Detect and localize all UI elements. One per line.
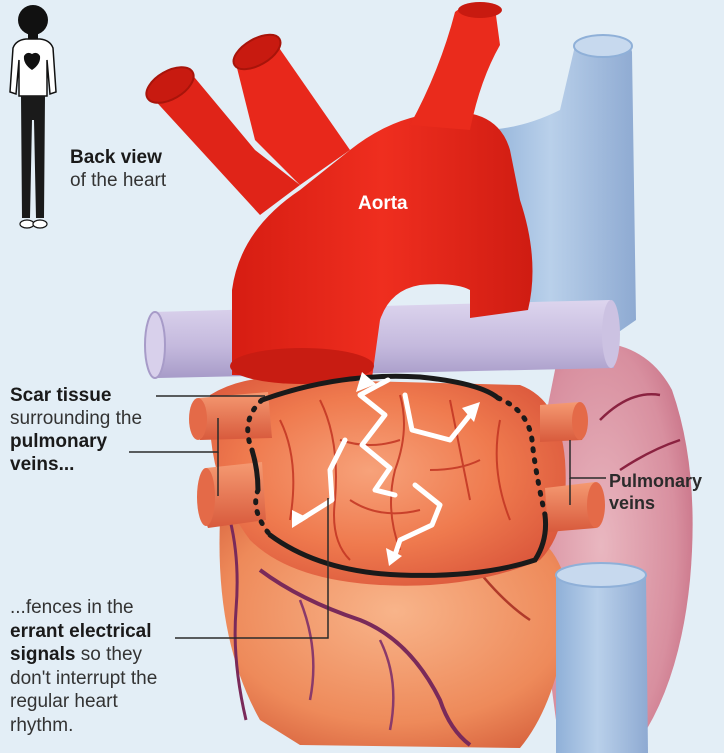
pulmonary-veins-line2: veins: [609, 493, 655, 513]
fences-line5: regular heart: [10, 691, 118, 712]
fences-line3-bold: signals: [10, 644, 75, 665]
inferior-vena-cava: [556, 563, 648, 753]
scar-tissue-caption: Scar tissue surrounding the pulmonary ve…: [10, 384, 142, 476]
fences-line4: don't interrupt the: [10, 668, 157, 689]
pulmonary-veins-line1: Pulmonary: [609, 471, 702, 491]
fences-line3-rest: so they: [75, 644, 142, 665]
aorta-label: Aorta: [358, 193, 408, 215]
fences-line2: errant electrical: [10, 621, 152, 642]
scar-tissue-line4: veins...: [10, 454, 74, 475]
scar-tissue-line3: pulmonary: [10, 431, 107, 452]
back-view-subtitle: of the heart: [70, 170, 166, 191]
person-back-view-icon: [10, 5, 56, 228]
scar-tissue-title: Scar tissue: [10, 385, 111, 406]
pulmonary-veins-label: Pulmonary veins: [609, 470, 702, 514]
fences-line1: ...fences in the: [10, 597, 134, 618]
fences-line6: rhythm.: [10, 715, 73, 736]
fences-caption: ...fences in the errant electrical signa…: [10, 596, 157, 737]
back-view-caption: Back view of the heart: [70, 146, 166, 192]
back-view-title: Back view: [70, 147, 162, 168]
scar-tissue-line2: surrounding the: [10, 408, 142, 429]
